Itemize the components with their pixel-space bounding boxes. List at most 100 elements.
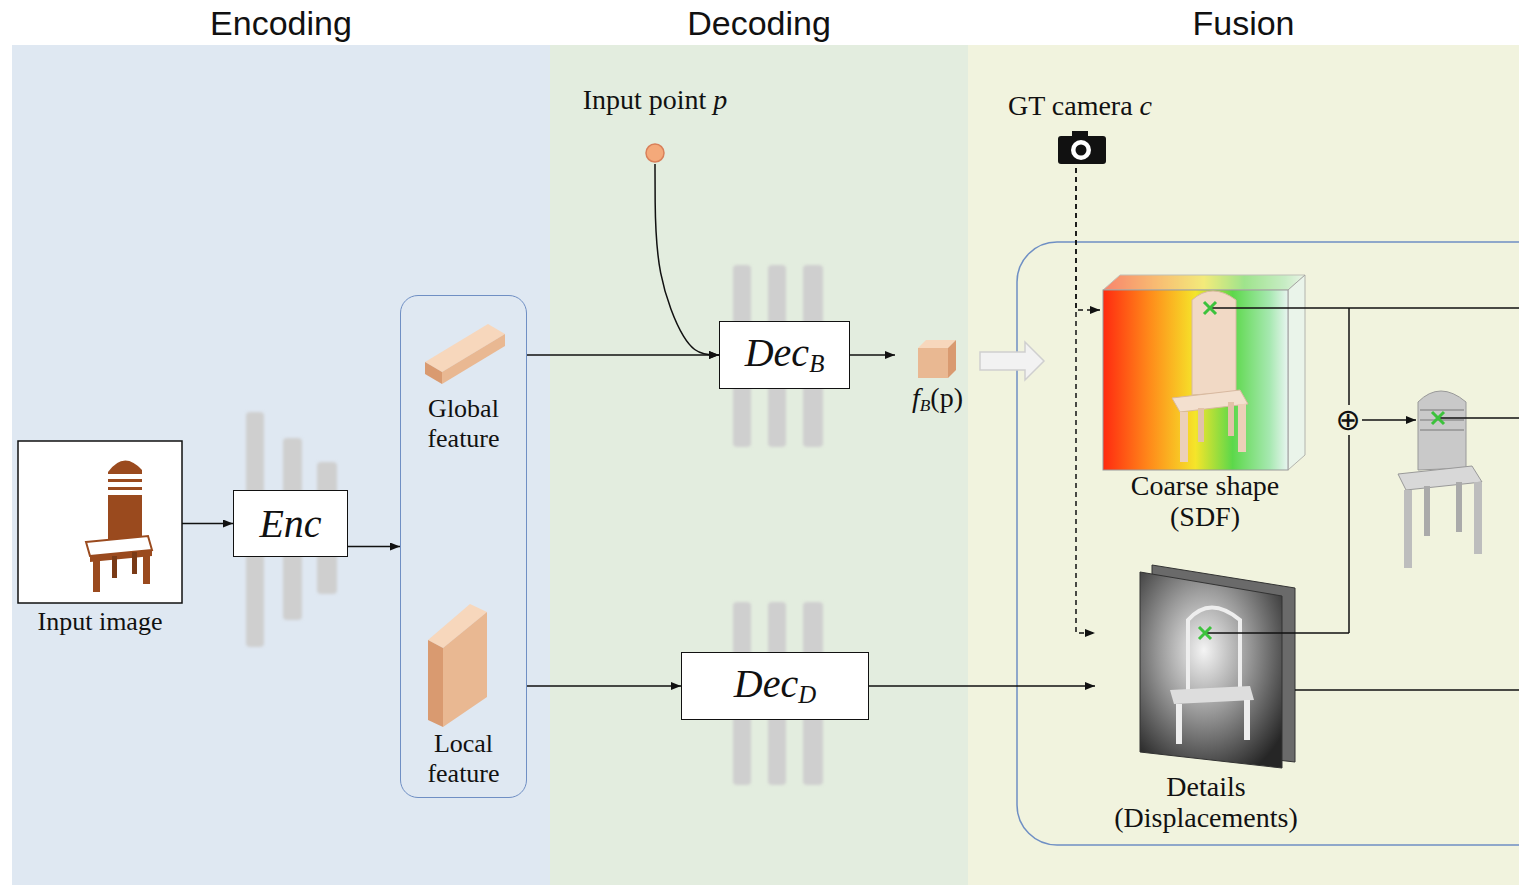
node-text: B (809, 350, 824, 377)
input-image (18, 441, 182, 603)
node-text: Global feature (427, 394, 499, 453)
stage-title: Decoding (550, 3, 968, 43)
node-text: Dec (745, 330, 809, 375)
camera-icon (1058, 131, 1106, 164)
input-image (112, 556, 117, 578)
result-chair (1456, 482, 1462, 532)
feature-label: Global feature (401, 394, 526, 454)
data-flow-arrow (182, 523, 233, 525)
global-feature-icon (425, 362, 442, 384)
node-label: GT camerac (990, 90, 1170, 122)
input-image (108, 460, 142, 542)
local-feature-icon (443, 612, 487, 727)
coarse-sdf-cube (1228, 402, 1234, 436)
data-flow-arrow (655, 164, 719, 355)
data-flow-arrow (850, 354, 895, 356)
node-text: GT camera (1008, 90, 1133, 121)
input-image-node: Input image (18, 441, 182, 641)
camera-projection (1076, 168, 1100, 310)
global-feature-icon (442, 334, 505, 384)
coarse-sdf-cube (1192, 291, 1236, 395)
camera-icon (1058, 136, 1106, 164)
fusion-wires (1348, 308, 1350, 633)
fusion-wires (1205, 632, 1349, 634)
stage-band: FusionGT cameracCoarse shape (SDF)Detail… (968, 45, 1519, 885)
input-point-node: Input pointp (560, 84, 750, 164)
result-chair (1424, 486, 1430, 536)
node-label: Details (Displacements) (1095, 771, 1317, 833)
node-label: Coarse shape (SDF) (1100, 470, 1310, 532)
result-wire (1440, 417, 1519, 419)
result-chair (1420, 410, 1464, 430)
node-text: Encoding (210, 4, 352, 42)
result-chair (1398, 466, 1482, 490)
input-image (107, 490, 143, 495)
block-label-text: DecD (734, 664, 816, 708)
displacement-maps (1188, 608, 1240, 691)
node-text: D (798, 681, 816, 708)
network-block: DecD (681, 652, 869, 720)
stage-title: Fusion (968, 3, 1519, 43)
camera-icon (1071, 140, 1091, 160)
data-flow-arrow (527, 685, 681, 687)
coarse-sdf-cube (1180, 412, 1188, 462)
coarse-sdf-cube (1172, 390, 1248, 412)
block-label: DecB (720, 322, 849, 388)
local-feature-icon (428, 640, 443, 727)
displacement-maps (1176, 704, 1182, 744)
node-text: p (713, 84, 727, 115)
stage-bands (968, 45, 1519, 885)
result-chair (1418, 391, 1466, 470)
fusion-wires (1295, 689, 1519, 691)
feature-label: Local feature (401, 729, 526, 789)
input-image (93, 560, 100, 592)
stage-title: Encoding (12, 3, 550, 43)
input-image (107, 482, 143, 487)
coarse-sdf-cube (1103, 275, 1305, 290)
feature-group: Global featureLocal feature (400, 295, 527, 798)
feature-cube (918, 340, 956, 378)
node-text: Enc (259, 501, 321, 546)
displacement-maps (1140, 572, 1282, 768)
sample-mark (1204, 302, 1216, 314)
camera-icon (1076, 145, 1087, 156)
hollow-arrow (980, 342, 1044, 380)
camera-projection (1076, 168, 1095, 633)
data-flow-arrow (869, 685, 1095, 687)
node-text: (p) (930, 382, 963, 413)
node-text: Input image (38, 607, 163, 636)
data-flow-arrow (348, 546, 400, 548)
sample-mark (1432, 412, 1444, 424)
global-feature-icon (425, 324, 505, 384)
input-image (18, 441, 182, 603)
block-label-text: Enc (259, 504, 321, 544)
feature-cube (948, 340, 956, 378)
coarse-sdf-cube (1103, 275, 1305, 470)
node-text: B (920, 396, 931, 415)
coarse-sdf-cube (1238, 404, 1246, 452)
fusion-wires (1362, 419, 1416, 421)
fusion-outline (1017, 242, 1519, 845)
node-text: Fusion (1192, 4, 1294, 42)
feature-cube (918, 348, 948, 378)
block-label: DecD (682, 653, 868, 719)
stage-band: EncodingInput imageEncGlobal featureLoca… (12, 45, 550, 885)
data-flow-arrow (527, 354, 719, 356)
network-block: Enc (233, 490, 348, 557)
sample-mark (1199, 627, 1211, 639)
block-label: Enc (234, 491, 347, 556)
feature-node: fB(p) (895, 336, 980, 422)
node-text: f (912, 382, 920, 413)
input-image (107, 474, 143, 479)
input-image (143, 554, 150, 584)
operator-symbol: ⊕ (1335, 405, 1360, 435)
stage-bands (12, 45, 1519, 885)
coarse-sdf-cube (1198, 408, 1204, 442)
node-text: Local feature (427, 729, 499, 788)
result-chair (1404, 490, 1412, 568)
node-text: Dec (734, 661, 798, 706)
displacement-maps (1170, 686, 1254, 704)
displacement-maps (1140, 565, 1295, 768)
